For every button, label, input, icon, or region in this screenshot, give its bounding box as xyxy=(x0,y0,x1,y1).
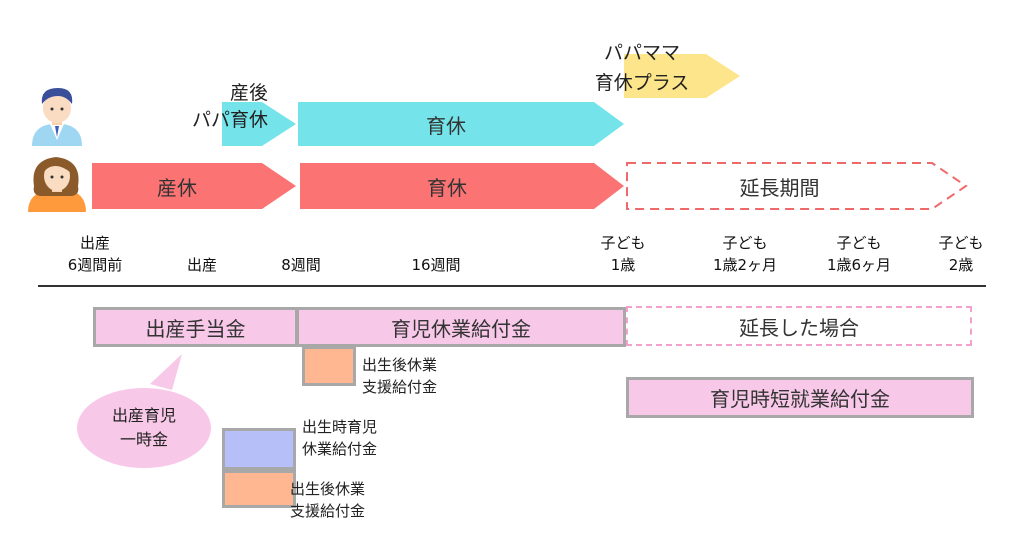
tick-child-1y6m: 子ども 1歳6ヶ月 xyxy=(826,234,892,274)
lump-sum-bubble xyxy=(77,354,211,468)
tick-child-1-year: 子ども 1歳 xyxy=(600,234,646,274)
mother-childcare-arrow xyxy=(300,163,624,209)
father-childcare-arrow xyxy=(298,102,624,146)
postbirth-support-swatch-1 xyxy=(302,346,356,386)
childcare-benefit-box: 育児休業給付金 xyxy=(296,307,626,347)
maternity-leave-arrow xyxy=(92,163,296,209)
short-time-benefit-box: 育児時短就業給付金 xyxy=(626,377,974,418)
postnatal-papa-label: 産後 パパ育休 xyxy=(191,82,268,131)
postbirth-support-swatch-2 xyxy=(222,470,296,508)
postnatal-papa-arrow xyxy=(222,102,296,146)
woman-avatar-icon xyxy=(28,157,86,212)
extension-period-label: 延長期間 xyxy=(739,175,820,200)
papamama-plus-label: パパママ 育休プラス xyxy=(594,42,690,94)
man-avatar-icon xyxy=(32,88,82,146)
tick-16-weeks: 16週間 xyxy=(411,256,461,274)
father-childcare-label: 育休 xyxy=(426,113,466,138)
mother-childcare-label: 育休 xyxy=(427,175,467,200)
tick-6-weeks-before: 出産 6週間前 xyxy=(67,234,123,274)
maternity-leave-label: 産休 xyxy=(157,175,197,200)
extension-period-arrow xyxy=(626,162,968,210)
papamama-plus-arrow xyxy=(624,54,740,98)
tick-8-weeks: 8週間 xyxy=(281,256,321,274)
extension-case-box: 延長した場合 xyxy=(626,306,972,346)
birth-allowance-box: 出産手当金 xyxy=(93,307,298,347)
tick-child-1y2m: 子ども 1歳2ヶ月 xyxy=(712,234,778,274)
postbirth-support-label-2: 出生後休業 支援給付金 xyxy=(290,480,366,520)
birth-time-swatch xyxy=(222,428,296,470)
postbirth-support-label-1: 出生後休業 支援給付金 xyxy=(362,356,438,396)
birth-time-label: 出生時育児 休業給付金 xyxy=(302,418,378,458)
lump-sum-label: 出産育児 一時金 xyxy=(111,406,176,449)
tick-child-2-years: 子ども 2歳 xyxy=(938,234,984,274)
tick-birth: 出産 xyxy=(186,256,217,274)
